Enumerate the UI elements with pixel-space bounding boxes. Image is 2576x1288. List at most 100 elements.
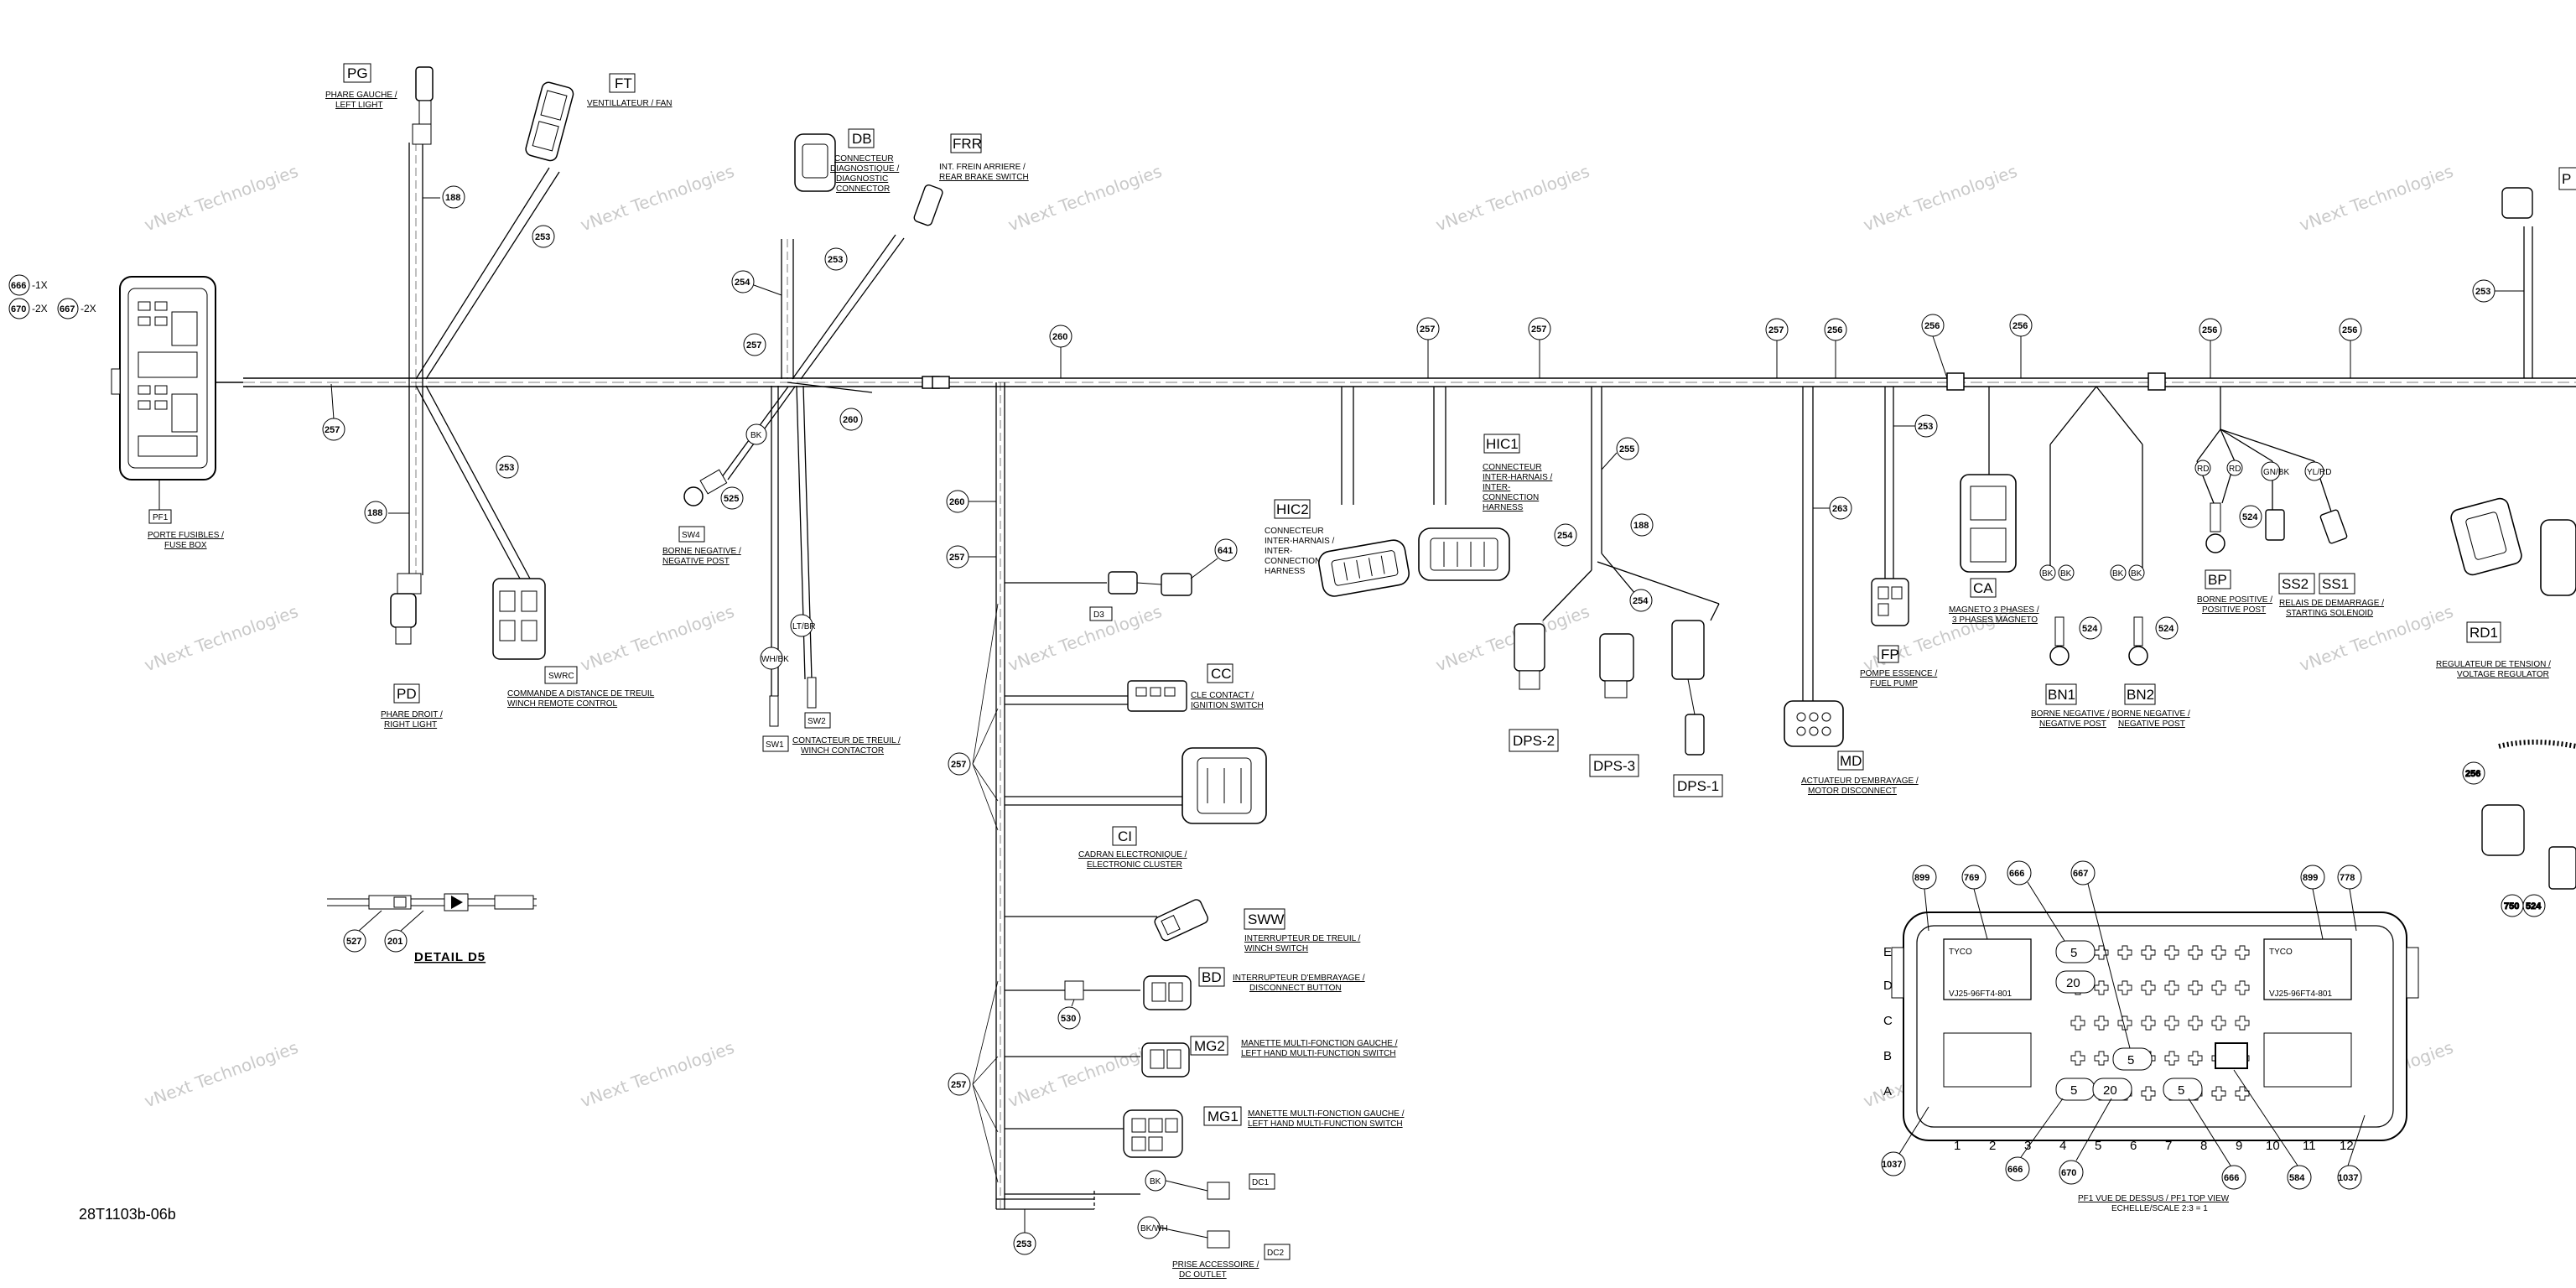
terminal-bn2[interactable]: BK BK 524 BN2 BORNE NEGATIVE / NEGATIVE … bbox=[2110, 564, 2190, 729]
connector-pg[interactable]: PG PHARE GAUCHE / LEFT LIGHT bbox=[325, 63, 434, 145]
connector-hic1[interactable]: HIC1 CONNECTEUR INTER-HARNAIS / INTER- C… bbox=[1418, 434, 1553, 581]
p-code: P bbox=[2562, 171, 2571, 187]
hic2-label-1: CONNECTEUR bbox=[1265, 527, 1324, 536]
pf1-top-view-caption: PF1 VUE DE DESSUS / PF1 TOP VIEW bbox=[2078, 1194, 2230, 1203]
connector-md[interactable]: MD ACTUATEUR D'EMBRAYAGE / MOTOR DISCONN… bbox=[1784, 700, 1919, 796]
svg-text:1037: 1037 bbox=[1882, 1160, 1902, 1170]
tyco-left-label: TYCO bbox=[1949, 948, 1972, 957]
svg-text:670: 670 bbox=[2061, 1168, 2076, 1178]
outlets-dc[interactable]: BK DC1 BK/WH DC2 PRISE ACCESSOIRE / DC O… bbox=[1137, 1170, 1291, 1280]
db-label-1: CONNECTEUR bbox=[834, 154, 894, 164]
fuse-box-pf1[interactable]: PF1 PORTE FUSIBLES / FUSE BOX bbox=[111, 276, 243, 550]
svg-text:256: 256 bbox=[2342, 325, 2357, 335]
regulator-rd1[interactable]: RD1 REGULATEUR DE TENSION / VOLTAGE REGU… bbox=[2436, 496, 2576, 679]
fuse-qty-notes: 666 -1X 670 -2X 667 -2X bbox=[8, 274, 96, 319]
connector-ci[interactable]: CI CADRAN ELECTRONIQUE / ELECTRONIC CLUS… bbox=[1078, 747, 1267, 870]
wire-ref-257: 257 bbox=[948, 752, 971, 776]
svg-text:899: 899 bbox=[1914, 873, 1929, 883]
connector-mg2[interactable]: MG2 MANETTE MULTI-FONCTION GAUCHE / LEFT… bbox=[1141, 1036, 1398, 1078]
connector-ft[interactable]: FT VENTILLATEUR / FAN bbox=[524, 73, 673, 162]
connector-frr[interactable]: FRR INT. FREIN ARRIERE / REAR BRAKE SWIT… bbox=[913, 133, 1029, 226]
connector-p[interactable]: P bbox=[2501, 167, 2576, 219]
connector-fp[interactable]: FP POMPE ESSENCE / FUEL PUMP bbox=[1860, 578, 1937, 688]
svg-text:RD: RD bbox=[2197, 465, 2209, 474]
pg-label-en: LEFT LIGHT bbox=[335, 101, 383, 110]
fusebox-col-labels: 1 2 3 4 5 6 7 8 9 10 11 12 bbox=[1954, 1139, 2354, 1153]
hic2-label-2: INTER-HARNAIS / bbox=[1265, 537, 1335, 546]
bp-label-fr: BORNE POSITIVE / bbox=[2197, 595, 2272, 605]
wire-ref-257: 257 bbox=[1528, 317, 1551, 378]
connector-sww[interactable]: SWW INTERRUPTEUR DE TREUIL / WINCH SWITC… bbox=[1153, 898, 1361, 953]
fuse-socket bbox=[2164, 980, 2179, 995]
svg-text:BK: BK bbox=[1150, 1177, 1161, 1187]
connector-mg1[interactable]: MG1 MANETTE MULTI-FONCTION GAUCHE / LEFT… bbox=[1123, 1106, 1405, 1158]
fuse-socket bbox=[2141, 1015, 2156, 1031]
svg-text:253: 253 bbox=[828, 255, 843, 265]
pd-label-fr: PHARE DROIT / bbox=[381, 710, 443, 719]
connector-dps3[interactable]: DPS-3 bbox=[1589, 633, 1639, 777]
svg-text:524: 524 bbox=[2082, 624, 2098, 634]
connector-dps2[interactable]: DPS-2 bbox=[1509, 623, 1559, 752]
harness-trunk bbox=[243, 372, 2576, 391]
db-code: DB bbox=[852, 131, 872, 147]
terminals-sw1-sw2[interactable]: WH/BK LT/BR SW1 SW2 CONTACTEUR DE TREUIL… bbox=[760, 614, 901, 756]
sww-code: SWW bbox=[1248, 911, 1284, 927]
detail-d5: 527 201 DETAIL D5 bbox=[327, 893, 537, 964]
dc1-code: DC1 bbox=[1252, 1178, 1269, 1187]
ss1-label-en: STARTING SOLENOID bbox=[2286, 609, 2373, 618]
fuse-socket bbox=[2188, 1015, 2203, 1031]
svg-text:257: 257 bbox=[1420, 325, 1435, 335]
svg-text:1: 1 bbox=[1954, 1139, 1961, 1153]
svg-text:899: 899 bbox=[2303, 873, 2318, 883]
svg-text:11: 11 bbox=[2303, 1139, 2316, 1153]
svg-text:666: 666 bbox=[2007, 1165, 2023, 1175]
svg-text:530: 530 bbox=[1061, 1014, 1076, 1024]
connector-db[interactable]: DB CONNECTEUR DIAGNOSTIQUE / DIAGNOSTIC … bbox=[794, 128, 899, 194]
fuse-socket bbox=[2164, 1051, 2179, 1066]
svg-text:WH/BK: WH/BK bbox=[761, 655, 789, 664]
svg-text:257: 257 bbox=[746, 340, 761, 351]
connector-641[interactable]: D3 641 bbox=[1089, 538, 1238, 621]
md-label-fr: ACTUATEUR D'EMBRAYAGE / bbox=[1801, 776, 1919, 786]
fuse-socket bbox=[2235, 1015, 2250, 1031]
fuse-socket bbox=[2070, 1051, 2085, 1066]
svg-text:5: 5 bbox=[2070, 946, 2077, 960]
connector-cc[interactable]: CC CLE CONTACT / IGNITION SWITCH bbox=[1127, 663, 1264, 712]
ss1-code: SS1 bbox=[2322, 576, 2349, 592]
wire-ref-253: 253 bbox=[824, 247, 848, 271]
terminal-sw4[interactable]: BK 525 SW4 BORNE NEGATIVE / NEGATIVE POS… bbox=[662, 423, 767, 566]
pd-code: PD bbox=[397, 686, 417, 702]
dps3-code: DPS-3 bbox=[1593, 758, 1635, 774]
svg-text:524: 524 bbox=[2158, 624, 2174, 634]
wire-ref-257: 257 bbox=[1416, 317, 1440, 378]
svg-text:778: 778 bbox=[2340, 873, 2355, 883]
connector-bd[interactable]: 530 BD INTERRUPTEUR D'EMBRAYAGE / DISCON… bbox=[1057, 967, 1365, 1030]
svg-text:641: 641 bbox=[1218, 546, 1233, 556]
terminal-bp[interactable]: RD RD 524 BP BORNE POSITIVE / POSITIVE P… bbox=[2194, 460, 2272, 615]
svg-text:201: 201 bbox=[387, 937, 402, 947]
bp-label-en: POSITIVE POST bbox=[2202, 605, 2266, 615]
pf1-top-view[interactable]: TYCO VJ25-96FT4-801 TYCO VJ25-96FT4-801 … bbox=[1881, 860, 2419, 1213]
sw2-code: SW2 bbox=[808, 717, 826, 726]
wire-ref-256: 256 bbox=[2199, 318, 2222, 378]
svg-text:256: 256 bbox=[1924, 321, 1940, 331]
svg-text:253: 253 bbox=[499, 463, 514, 473]
wire-ref-260: 260 bbox=[1049, 325, 1072, 378]
svg-text:3: 3 bbox=[2024, 1139, 2031, 1153]
bracket-lines bbox=[972, 603, 999, 1183]
rd1-label-en: VOLTAGE REGULATOR bbox=[2457, 670, 2549, 679]
hic1-label-3: INTER- bbox=[1483, 483, 1510, 492]
svg-text:BK/WH: BK/WH bbox=[1140, 1224, 1168, 1233]
wire-ref-255: 255 bbox=[1601, 437, 1639, 470]
relay-ss2-ss1[interactable]: GN/BK YL/RD SS2 SS1 RELAIS DE DEMARRAGE … bbox=[2261, 461, 2384, 618]
connector-dps1[interactable]: DPS-1 bbox=[1671, 620, 1723, 797]
connector-hic2[interactable]: HIC2 CONNECTEUR INTER-HARNAIS / INTER- C… bbox=[1265, 499, 1410, 598]
connector-pd[interactable]: PD PHARE DROIT / RIGHT LIGHT bbox=[381, 573, 443, 730]
ca-code: CA bbox=[1973, 580, 1993, 596]
fuse-qty-ref: 666 bbox=[11, 281, 26, 291]
frr-code: FRR bbox=[953, 136, 982, 152]
connector-ca[interactable]: CA MAGNETO 3 PHASES / 3 PHASES MAGNETO bbox=[1949, 474, 2039, 625]
terminal-bn1[interactable]: BK BK 524 BN1 BORNE NEGATIVE / NEGATIVE … bbox=[2031, 564, 2110, 729]
connector-swrc[interactable]: SWRC COMMANDE A DISTANCE DE TREUIL WINCH… bbox=[492, 578, 655, 709]
bp-code: BP bbox=[2208, 572, 2227, 588]
